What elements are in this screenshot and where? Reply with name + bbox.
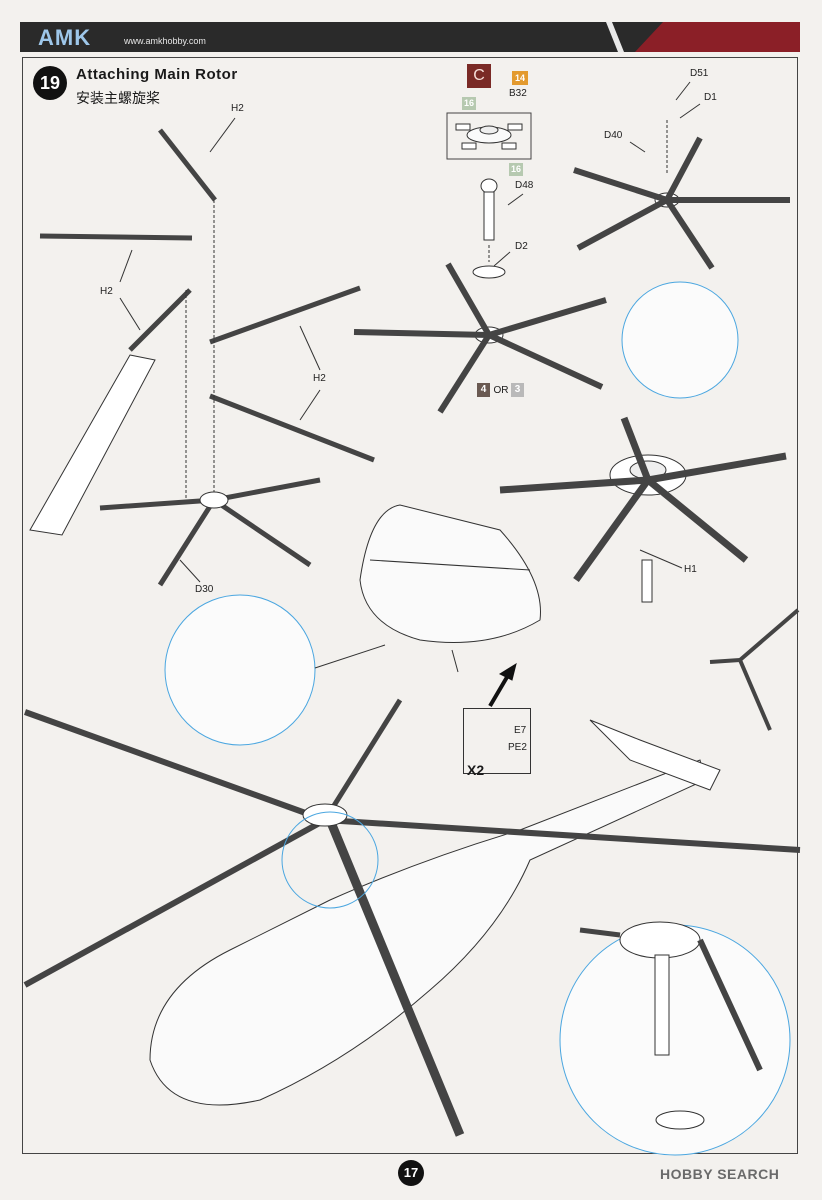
rotor-head-assembled-right: [499, 416, 787, 603]
part-label-d51: D51: [690, 68, 709, 79]
part-label-h2-right: H2: [313, 373, 326, 384]
paint-code-c: C: [467, 64, 491, 88]
paint-code-16-a: 16: [462, 97, 476, 110]
step-title: Attaching Main Rotor: [76, 66, 238, 83]
part-label-h1: H1: [684, 564, 697, 575]
hub-exploded-view: [446, 112, 532, 279]
step-subtitle: 安装主螺旋桨: [76, 90, 160, 106]
paint-code-14: 14: [512, 71, 528, 85]
part-label-h2-top: H2: [231, 103, 244, 114]
brand-url: www.amkhobby.com: [124, 36, 206, 46]
part-label-d30: D30: [195, 584, 214, 595]
paint-code-4: 4: [477, 383, 490, 397]
part-label-e7: E7: [514, 725, 527, 736]
header-bar: AMK www.amkhobby.com: [20, 22, 800, 52]
detail-circle-left: [164, 594, 316, 746]
blades-exploded-left: [29, 128, 375, 587]
page-number: 17: [398, 1160, 424, 1186]
paint-code-3: 3: [511, 383, 524, 397]
canopy-drawing: [359, 504, 541, 673]
header-accent: [635, 22, 800, 52]
step-number: 19: [33, 66, 67, 100]
brand-logo: AMK: [38, 25, 92, 50]
part-label-d40: D40: [604, 130, 623, 141]
watermark: HOBBY SEARCH: [660, 1166, 780, 1182]
part-label-h2-left: H2: [100, 286, 113, 297]
paint-code-or: OR: [493, 385, 509, 396]
part-label-d48: D48: [515, 180, 534, 191]
rotor-head-center: [353, 262, 607, 414]
part-label-b32: B32: [509, 88, 527, 99]
part-label-d1: D1: [704, 92, 717, 103]
part-label-d2: D2: [515, 241, 528, 252]
rotor-head-top-right: [573, 120, 790, 399]
hub-detail-closeup: [579, 921, 763, 1130]
helicopter-main: [23, 608, 801, 1137]
detail-box-e7-pe2: [463, 708, 531, 774]
part-label-pe2: PE2: [508, 742, 527, 753]
page-frame: [22, 57, 798, 1154]
paint-code-16-b: 16: [509, 163, 523, 176]
quantity-x2: X2: [467, 762, 485, 778]
